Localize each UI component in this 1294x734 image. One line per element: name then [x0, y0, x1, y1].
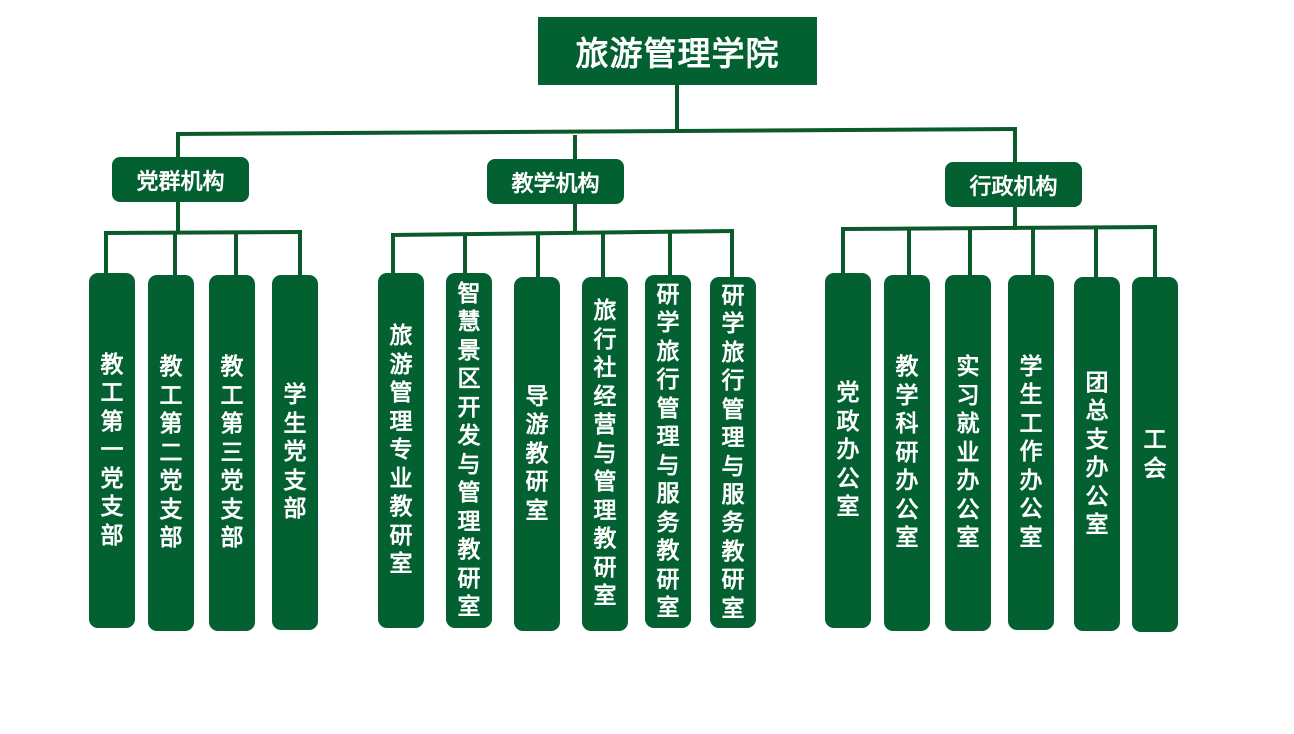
connector-group-2-bar [390, 228, 735, 238]
leaf-label: 教工第一党支部 [100, 350, 124, 549]
root-node: 旅游管理学院 [538, 17, 817, 85]
leaf-label: 学生党支部 [283, 381, 307, 523]
leaf-label: 旅行社经营与管理教研室 [593, 297, 617, 610]
leaf-node: 导游教研室 [514, 277, 560, 631]
connector-group-3-bar [840, 224, 1158, 232]
group-label: 行政机构 [969, 173, 1058, 200]
leaf-node: 研学旅行管理与服务教研室 [645, 275, 691, 628]
leaf-node: 教学科研办公室 [884, 275, 930, 631]
leaf-node: 教工第二党支部 [148, 275, 194, 631]
leaf-node: 教工第三党支部 [209, 275, 255, 631]
leaf-node: 旅行社经营与管理教研室 [582, 277, 628, 631]
leaf-label: 实习就业办公室 [956, 353, 980, 552]
leaf-node: 旅游管理专业教研室 [378, 273, 424, 628]
leaf-label: 导游教研室 [525, 382, 549, 524]
leaf-node: 党政办公室 [825, 273, 871, 628]
leaf-label: 工会 [1143, 426, 1167, 482]
group-label: 教学机构 [511, 170, 600, 197]
connector-main-bar [175, 126, 1018, 137]
leaf-label: 智慧景区开发与管理教研室 [457, 279, 481, 621]
leaf-label: 党政办公室 [836, 379, 860, 521]
leaf-node: 智慧景区开发与管理教研室 [446, 273, 492, 628]
group-node-party: 党群机构 [112, 157, 249, 202]
leaf-node: 学生党支部 [272, 275, 318, 630]
leaf-label: 旅游管理专业教研室 [389, 322, 413, 578]
leaf-label: 教工第二党支部 [159, 353, 183, 552]
leaf-label: 团总支办公室 [1085, 368, 1109, 539]
leaf-label: 教学科研办公室 [895, 353, 919, 552]
group-label: 党群机构 [136, 168, 225, 195]
leaf-node: 研学旅行管理与服务教研室 [710, 277, 756, 628]
connector-group-1-bar [103, 229, 303, 236]
leaf-label: 研学旅行管理与服务教研室 [721, 282, 745, 622]
leaf-label: 教工第三党支部 [220, 353, 244, 552]
leaf-node: 团总支办公室 [1074, 277, 1120, 631]
leaf-node: 实习就业办公室 [945, 275, 991, 631]
group-node-admin: 行政机构 [945, 162, 1082, 207]
group-node-teaching: 教学机构 [487, 159, 624, 204]
leaf-node: 教工第一党支部 [89, 273, 135, 628]
root-title: 旅游管理学院 [575, 34, 780, 73]
leaf-node: 工会 [1132, 277, 1178, 632]
leaf-label: 学生工作办公室 [1019, 352, 1043, 551]
leaf-label: 研学旅行管理与服务教研室 [656, 280, 680, 622]
leaf-node: 学生工作办公室 [1008, 275, 1054, 630]
